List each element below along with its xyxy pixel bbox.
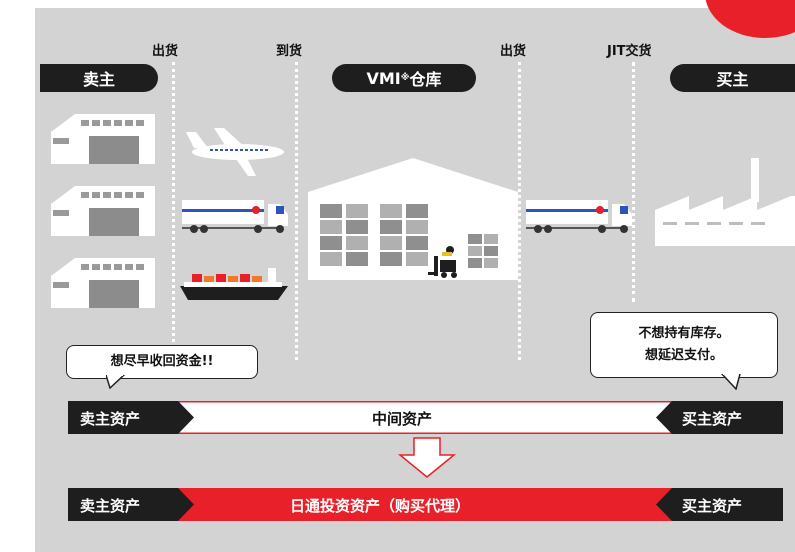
divider-jit xyxy=(632,62,635,302)
asset-bar-before xyxy=(68,401,783,434)
buyer-pill: 买主 xyxy=(670,64,795,92)
vmi-note-mark: ※ xyxy=(400,73,410,83)
airplane-icon xyxy=(186,128,284,176)
buyer-wish-line-2: 想延迟支付。 xyxy=(644,348,723,363)
truck-icon xyxy=(526,200,632,233)
vmi-suffix: 仓库 xyxy=(409,70,442,89)
ship-out-label-2: 出货 xyxy=(500,44,527,59)
after-buyer-assets: 买主资产 xyxy=(682,497,743,515)
after-seller-assets: 卖主资产 xyxy=(80,497,141,515)
buyer-factory-icon xyxy=(655,158,795,246)
ship-out-label-1: 出货 xyxy=(152,44,179,59)
seller-wish-text: 想尽早收回资金!! xyxy=(110,354,214,369)
seller-wish-bubble: 想尽早收回资金!! xyxy=(66,345,258,379)
divider-ship-out-1 xyxy=(172,62,175,360)
before-seller-assets: 卖主资产 xyxy=(80,410,141,428)
seller-label: 卖主 xyxy=(82,70,115,89)
buyer-wish-bubble: 不想持有库存。 想延迟支付。 xyxy=(590,312,778,378)
divider-arrival xyxy=(295,62,298,360)
jit-label: JIT交货 xyxy=(607,44,652,59)
down-arrow-icon xyxy=(397,437,457,478)
vmi-warehouse-pill: VMI※仓库 xyxy=(332,64,476,92)
forklift-icon xyxy=(428,246,457,278)
vmi-label: VMI xyxy=(366,68,401,88)
seller-building-icon xyxy=(51,186,155,236)
after-nittsu-assets: 日通投资资产（购买代理） xyxy=(290,497,471,515)
seller-building-icon xyxy=(51,114,155,164)
cargo-ship-icon xyxy=(180,268,288,300)
seller-building-icon xyxy=(51,258,155,308)
before-buyer-assets: 买主资产 xyxy=(682,410,743,428)
bubble-tail xyxy=(106,375,126,389)
arrival-label: 到货 xyxy=(276,44,303,59)
truck-icon xyxy=(182,200,288,233)
divider-ship-out-2 xyxy=(518,62,521,360)
seller-pill: 卖主 xyxy=(40,64,158,92)
asset-bar-after xyxy=(68,488,783,521)
vmi-warehouse-icon xyxy=(308,158,518,280)
corner-accent xyxy=(705,0,795,38)
before-intermediate-assets: 中间资产 xyxy=(372,410,433,428)
buyer-label: 买主 xyxy=(716,70,749,89)
buyer-wish-line-1: 不想持有库存。 xyxy=(638,326,730,341)
bubble-tail xyxy=(720,374,741,390)
